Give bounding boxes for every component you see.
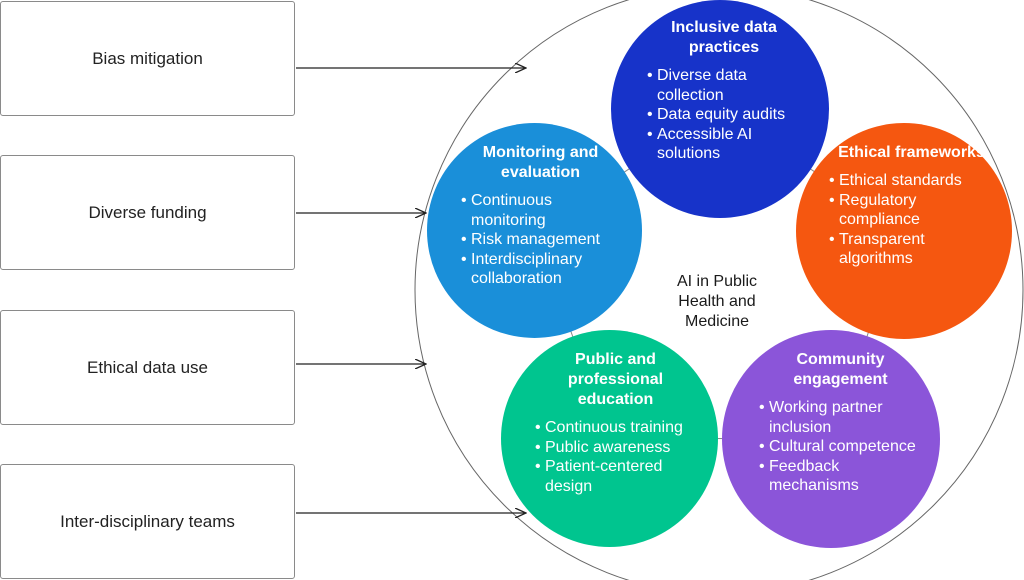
circle-title: Public and professional education <box>567 351 664 408</box>
list-item: Risk management <box>461 230 620 250</box>
list-item: Accessible AI solutions <box>647 125 801 164</box>
factor-box-bias-mitigation: Bias mitigation <box>0 1 295 116</box>
circle-list: Continuous training Public awareness Pat… <box>535 418 696 496</box>
circle-ethical-frameworks: Ethical frameworks Ethical standards Reg… <box>796 123 1012 339</box>
center-label: AI in Public Health and Medicine <box>676 273 758 330</box>
circle-title: Community engagement <box>793 351 888 388</box>
list-item: Feedback mechanisms <box>759 457 922 496</box>
circle-title: Ethical frameworks <box>838 144 985 161</box>
list-item: Public awareness <box>535 438 696 458</box>
circle-inclusive-data-practices: Inclusive data practices Diverse data co… <box>611 0 829 218</box>
circle-monitoring-and-evaluation: Monitoring and evaluation Continuous mon… <box>427 123 642 338</box>
list-item: Regulatory compliance <box>829 191 994 230</box>
list-item: Ethical standards <box>829 171 994 191</box>
circle-public-and-professional-education: Public and professional education Contin… <box>501 330 718 547</box>
factor-label: Ethical data use <box>87 357 208 377</box>
factor-box-interdisciplinary-teams: Inter-disciplinary teams <box>0 464 295 579</box>
circle-list: Continuous monitoring Risk management In… <box>461 191 620 289</box>
outer-ring <box>414 0 1024 580</box>
list-item: Continuous monitoring <box>461 191 620 230</box>
factor-label: Bias mitigation <box>92 48 203 68</box>
list-item: Diverse data collection <box>647 66 801 105</box>
list-item: Data equity audits <box>647 105 801 125</box>
circle-list: Working partner inclusion Cultural compe… <box>759 398 922 496</box>
list-item: Cultural competence <box>759 437 922 457</box>
circle-title: Inclusive data practices <box>671 19 777 56</box>
factor-box-ethical-data-use: Ethical data use <box>0 310 295 425</box>
list-item: Patient-centered design <box>535 457 696 496</box>
factor-label: Diverse funding <box>88 202 207 222</box>
circle-community-engagement: Community engagement Working partner inc… <box>722 330 940 548</box>
factor-label: Inter-disciplinary teams <box>60 511 235 531</box>
list-item: Transparent algorithms <box>829 230 994 269</box>
factor-box-diverse-funding: Diverse funding <box>0 155 295 270</box>
circle-title: Monitoring and evaluation <box>482 144 599 181</box>
list-item: Interdisciplinary collaboration <box>461 250 620 289</box>
circle-list: Ethical standards Regulatory compliance … <box>829 171 994 269</box>
list-item: Continuous training <box>535 418 696 438</box>
circle-list: Diverse data collection Data equity audi… <box>647 66 801 164</box>
list-item: Working partner inclusion <box>759 398 922 437</box>
